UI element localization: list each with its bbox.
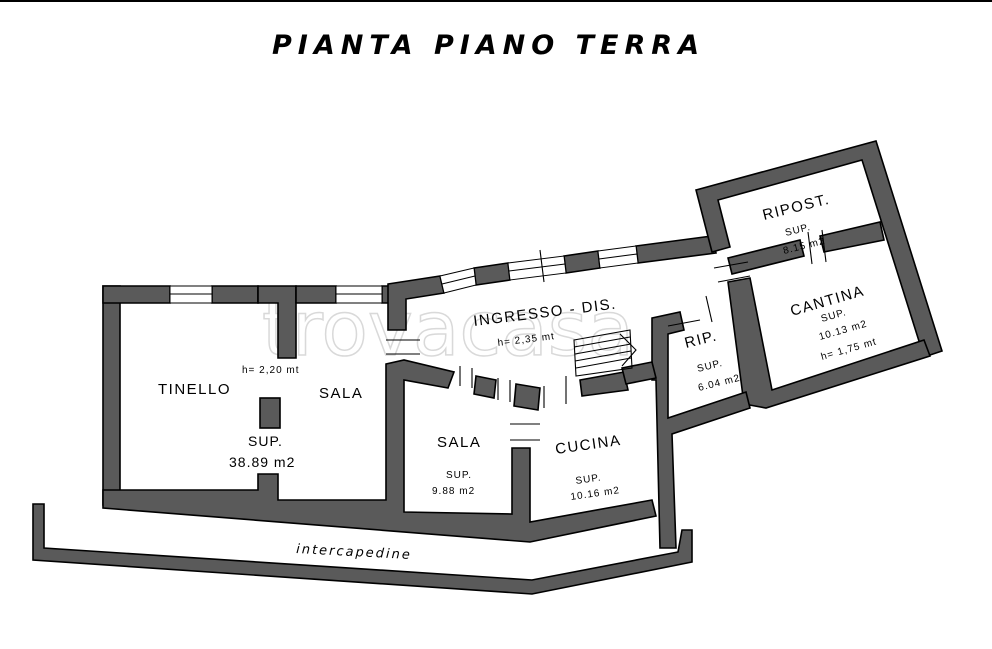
label-cucina-sup-value: 10.16 m2: [570, 485, 621, 503]
wall-top-left-c: [295, 285, 337, 304]
wall-top-mid-a: [473, 262, 511, 286]
label-ripost-sup-value: 8.15 m2: [782, 236, 827, 257]
label-intercapedine: intercapedine: [296, 542, 412, 563]
label-sala-left-height: h= 2,20 mt: [242, 365, 300, 376]
wall-ripost-bottom-b: [819, 221, 885, 253]
wall-ripost-outer: [695, 140, 943, 359]
wall-left-outer: [102, 285, 121, 506]
label-sala-left-sup-value: 38.89 m2: [229, 454, 295, 470]
pillar-a: [473, 375, 497, 399]
label-sala-small: SALA: [437, 434, 481, 451]
label-sala-left-sup: SUP.: [248, 433, 283, 449]
wall-kitchen-top: [579, 371, 629, 397]
walls: [32, 140, 943, 595]
label-rip: RIP.: [683, 327, 719, 352]
wall-intercapedine: [32, 503, 693, 595]
wall-kitchen-top-b: [621, 361, 657, 385]
label-ripost: RIPOST.: [761, 191, 832, 224]
label-ripost-sup: SUP.: [784, 222, 812, 239]
wall-top-left-b: [211, 285, 259, 304]
pillar-tinello: [259, 397, 281, 429]
label-tinello: TINELLO: [158, 381, 231, 398]
wall-top-left-a: [102, 285, 171, 304]
label-sala-left: SALA: [319, 385, 363, 402]
wall-bottom-main: [102, 359, 657, 543]
label-rip-sup: SUP.: [696, 358, 724, 375]
wall-top-mid-c: [635, 235, 717, 264]
label-cucina: CUCINA: [554, 432, 622, 458]
stairs: [573, 329, 637, 377]
wall-ripost-bottom-a: [727, 239, 805, 275]
wall-top-mid-b: [563, 250, 601, 274]
label-sala-small-sup: SUP.: [446, 470, 472, 481]
label-rip-sup-value: 6.04 m2: [697, 373, 742, 394]
plan-title: PIANTA PIANO TERRA: [272, 30, 705, 61]
label-cucina-sup: SUP.: [575, 472, 602, 487]
label-sala-small-sup-value: 9.88 m2: [432, 486, 475, 497]
wall-rip-left: [651, 311, 751, 549]
doors: [386, 229, 827, 441]
windows: [169, 245, 639, 304]
pillar-b: [513, 383, 541, 411]
